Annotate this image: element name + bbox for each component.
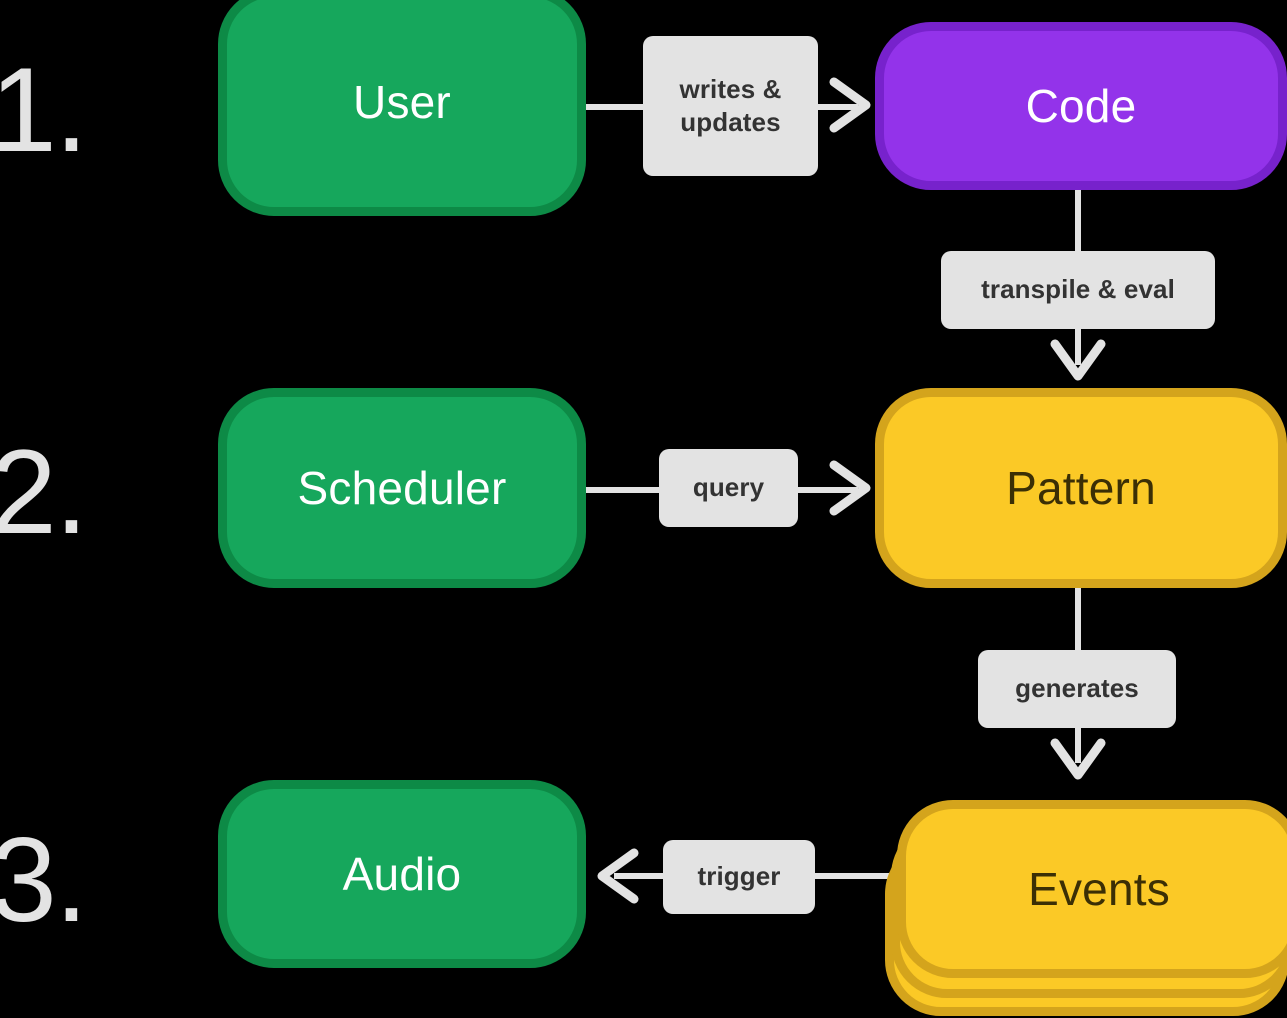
node-audio[interactable]: Audio bbox=[218, 780, 586, 968]
node-user-label: User bbox=[353, 76, 451, 128]
edge-label-transpile-eval: transpile & eval bbox=[941, 251, 1215, 329]
node-pattern-label: Pattern bbox=[1006, 462, 1156, 514]
step-number-3: 3. bbox=[0, 813, 88, 947]
edge-label-trigger: trigger bbox=[663, 840, 815, 914]
node-events[interactable]: Events bbox=[897, 800, 1287, 978]
node-user[interactable]: User bbox=[218, 0, 586, 216]
node-code-label: Code bbox=[1025, 80, 1137, 132]
edge-label-generates: generates bbox=[978, 650, 1176, 728]
step-number-2: 2. bbox=[0, 425, 88, 559]
node-audio-label: Audio bbox=[342, 848, 462, 900]
step-number-1: 1. bbox=[0, 43, 88, 177]
node-scheduler[interactable]: Scheduler bbox=[218, 388, 586, 588]
node-events-label: Events bbox=[1028, 863, 1170, 915]
edge-label-writes-updates: writes & updates bbox=[643, 36, 818, 176]
node-pattern[interactable]: Pattern bbox=[875, 388, 1287, 588]
node-code[interactable]: Code bbox=[875, 22, 1287, 190]
node-scheduler-label: Scheduler bbox=[297, 462, 507, 514]
edge-label-query: query bbox=[659, 449, 798, 527]
